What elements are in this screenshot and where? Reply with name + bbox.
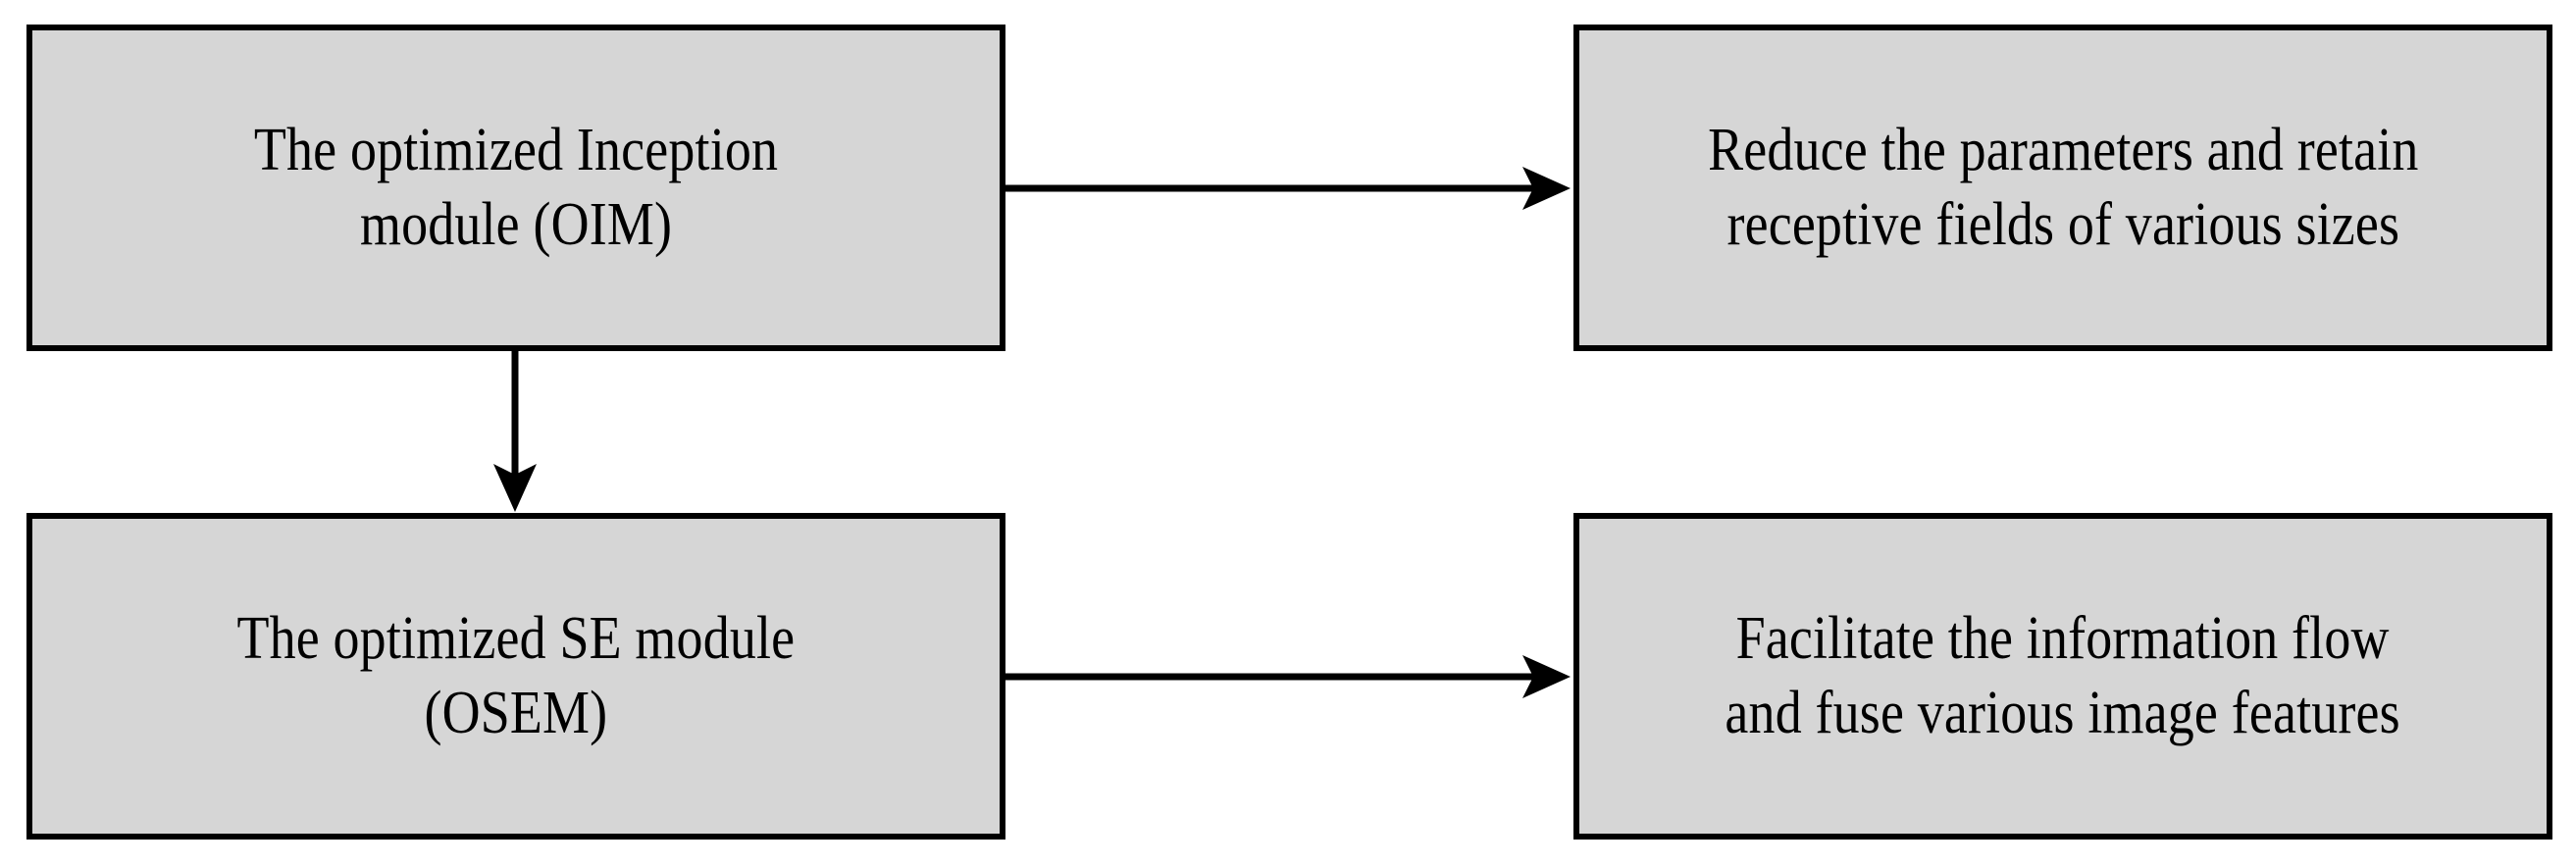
edge-oim-to-osem-arrowhead xyxy=(493,464,537,512)
edge-oim-to-osem xyxy=(493,351,537,512)
node-reduce-parameters-benefit: Reduce the parameters and retain recepti… xyxy=(1573,25,2552,351)
node-optimized-inception-module-label: The optimized Inception module (OIM) xyxy=(253,116,779,258)
edge-oim-to-oim-benefit xyxy=(1002,167,1571,210)
node-facilitate-information-flow-benefit-label: Facilitate the information flow and fuse… xyxy=(1725,604,2401,746)
edge-osem-to-osem-benefit-arrowhead xyxy=(1522,655,1571,698)
node-optimized-se-module: The optimized SE module (OSEM) xyxy=(26,513,1005,840)
node-reduce-parameters-benefit-label: Reduce the parameters and retain recepti… xyxy=(1707,116,2419,258)
edge-oim-to-oim-benefit-arrowhead xyxy=(1522,167,1571,210)
edge-osem-to-osem-benefit xyxy=(1002,655,1571,698)
node-optimized-inception-module: The optimized Inception module (OIM) xyxy=(26,25,1005,351)
node-optimized-se-module-label: The optimized SE module (OSEM) xyxy=(236,604,796,746)
node-facilitate-information-flow-benefit: Facilitate the information flow and fuse… xyxy=(1573,513,2552,840)
